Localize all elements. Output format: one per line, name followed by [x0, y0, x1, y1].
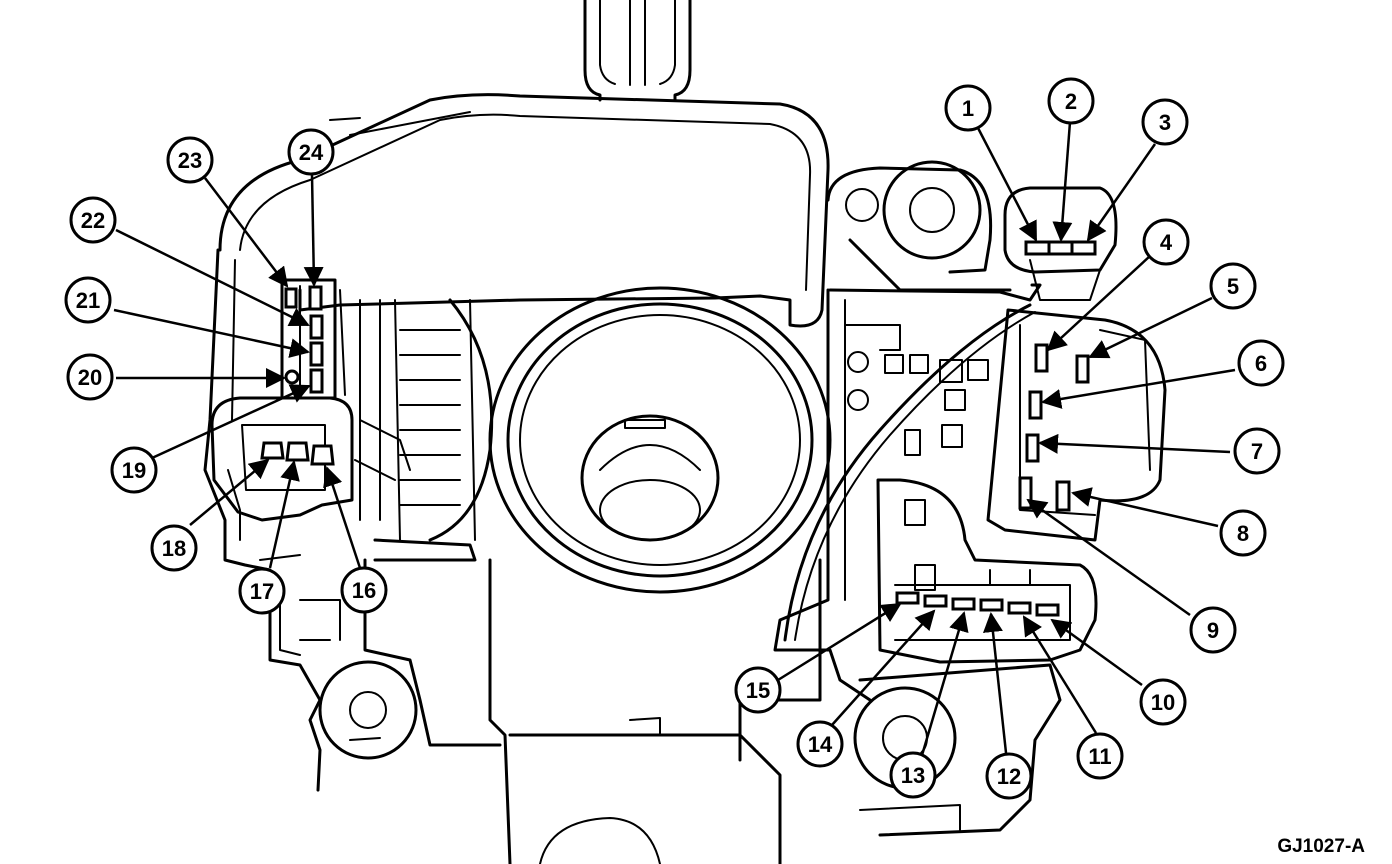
- switch-assembly-drawing: [203, 0, 1167, 864]
- svg-text:7: 7: [1251, 439, 1263, 464]
- svg-text:23: 23: [178, 148, 202, 173]
- pin-2: [1047, 240, 1074, 256]
- callout-22: 22: [69, 196, 117, 244]
- pin-9: [1018, 476, 1033, 510]
- callout-14: 14: [796, 720, 844, 768]
- callout-23: 23: [166, 136, 214, 184]
- svg-text:9: 9: [1207, 618, 1219, 643]
- callout-13: 13: [889, 751, 937, 799]
- pin-11: [1007, 601, 1032, 615]
- callout-17: 17: [238, 567, 286, 615]
- svg-text:10: 10: [1151, 690, 1175, 715]
- svg-text:19: 19: [122, 458, 146, 483]
- callout-3: 3: [1141, 98, 1189, 146]
- callout-8: 8: [1219, 509, 1267, 557]
- callout-21: 21: [64, 276, 112, 324]
- callouts: 1 2 3 4 5 6 7 8 9 10 11 12 13 14 15 16 1…: [64, 77, 1285, 800]
- svg-text:3: 3: [1159, 110, 1171, 135]
- svg-text:16: 16: [352, 578, 376, 603]
- callout-20: 20: [66, 353, 114, 401]
- callout-15: 15: [734, 666, 782, 714]
- pin-16: [310, 444, 335, 466]
- figure-code: GJ1027-A: [1277, 836, 1365, 857]
- pin-5: [1075, 354, 1090, 384]
- svg-text:20: 20: [78, 365, 102, 390]
- svg-text:22: 22: [81, 208, 105, 233]
- callout-24: 24: [287, 128, 335, 176]
- svg-text:6: 6: [1255, 351, 1267, 376]
- svg-text:4: 4: [1160, 230, 1173, 255]
- leader-lines: [113, 121, 1236, 763]
- callout-11: 11: [1076, 732, 1124, 780]
- svg-text:13: 13: [901, 763, 925, 788]
- svg-text:14: 14: [808, 732, 833, 757]
- pin-10: [1035, 603, 1060, 617]
- connector-pins: [260, 240, 1097, 617]
- svg-text:17: 17: [250, 579, 274, 604]
- svg-text:11: 11: [1088, 744, 1111, 769]
- pin-19: [309, 368, 324, 394]
- callout-19: 19: [110, 446, 158, 494]
- callout-16: 16: [340, 566, 388, 614]
- callout-7: 7: [1233, 427, 1281, 475]
- pin-18: [260, 441, 285, 460]
- pin-4: [1034, 343, 1049, 373]
- pin-1: [1024, 240, 1051, 256]
- svg-text:5: 5: [1227, 274, 1239, 299]
- pin-7: [1025, 433, 1040, 463]
- pin-24: [308, 285, 323, 311]
- svg-text:21: 21: [76, 288, 100, 313]
- svg-text:8: 8: [1237, 521, 1249, 546]
- pin-6: [1028, 390, 1043, 420]
- callout-9: 9: [1189, 606, 1237, 654]
- callout-5: 5: [1209, 262, 1257, 310]
- svg-text:1: 1: [962, 96, 974, 121]
- callout-1: 1: [944, 84, 992, 132]
- callout-6: 6: [1237, 339, 1285, 387]
- svg-text:2: 2: [1065, 89, 1077, 114]
- pin-12: [979, 598, 1004, 612]
- pin-22: [309, 314, 324, 340]
- pin-20: [284, 369, 300, 385]
- svg-text:24: 24: [299, 140, 324, 165]
- svg-text:18: 18: [162, 536, 186, 561]
- pin-15: [895, 591, 920, 605]
- pin-17: [285, 441, 310, 462]
- pin-8: [1055, 480, 1071, 512]
- callout-18: 18: [150, 524, 198, 572]
- svg-text:12: 12: [997, 764, 1021, 789]
- callout-12: 12: [985, 752, 1033, 800]
- pin-13: [951, 597, 976, 611]
- pin-3: [1070, 240, 1097, 256]
- callout-2: 2: [1047, 77, 1095, 125]
- pin-14: [923, 594, 948, 608]
- pin-23: [284, 287, 298, 309]
- callout-4: 4: [1142, 218, 1190, 266]
- pin-21: [309, 341, 324, 367]
- svg-text:15: 15: [746, 678, 770, 703]
- callout-10: 10: [1139, 678, 1187, 726]
